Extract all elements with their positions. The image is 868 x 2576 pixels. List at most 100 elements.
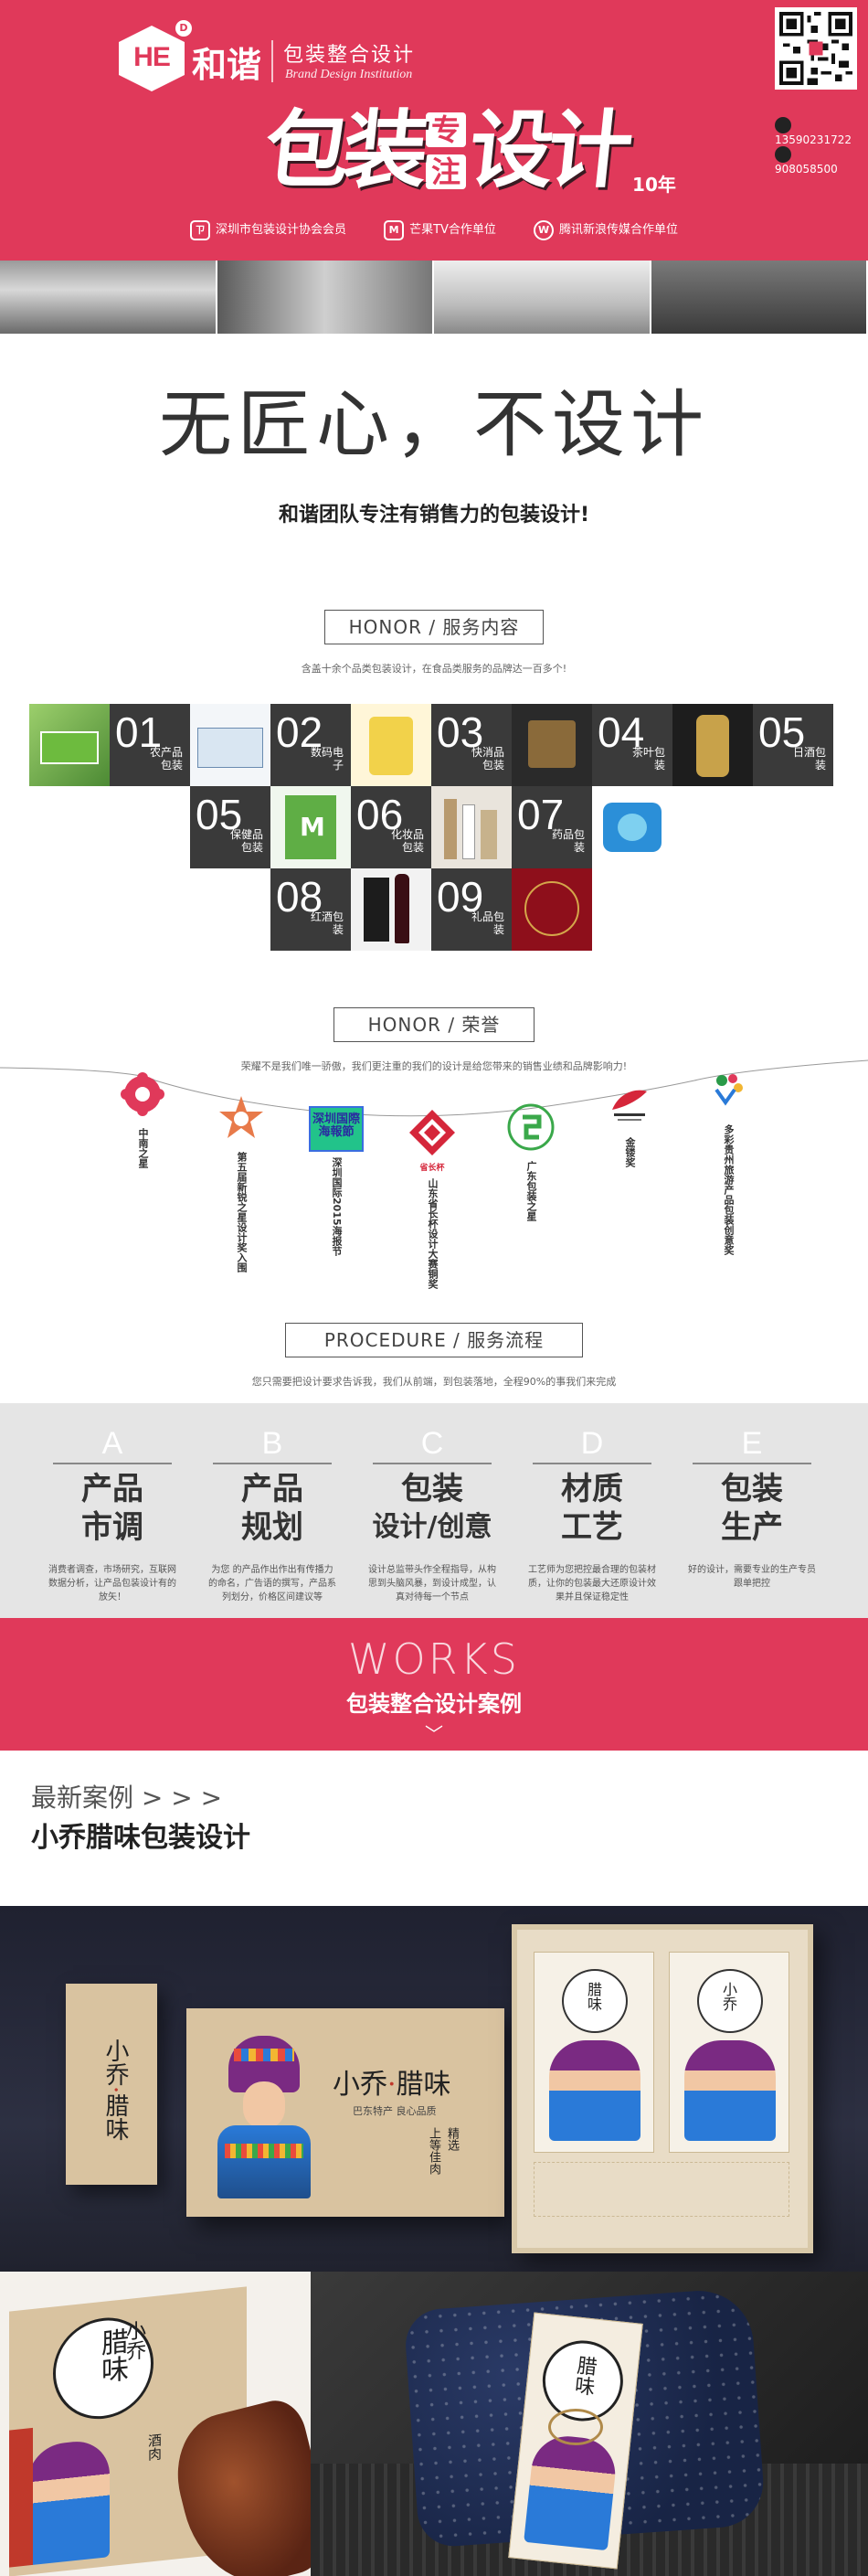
step-desc: 工艺师为您把控最合理的包装材质，让你的包装最大还原设计效果并且保证稳定性 bbox=[528, 1565, 656, 1602]
qr-code-icon[interactable] bbox=[775, 7, 857, 90]
gift-box-open: 腊味 小乔 bbox=[512, 1924, 813, 2253]
phone-line: 13590231722 bbox=[775, 117, 852, 146]
step-title-1: 产品 bbox=[81, 1471, 143, 1507]
services-desc: 含盖十余个品类包装设计，在食品类服务的品牌达一百多个! bbox=[301, 663, 567, 675]
step-title-1: 材质 bbox=[561, 1471, 623, 1507]
service-tile[interactable]: 05 保健品包装 M bbox=[190, 786, 351, 868]
service-label: 农产品包装 bbox=[149, 746, 183, 772]
golden-award-logo-icon bbox=[612, 1090, 647, 1121]
step-desc: 为您 的产品作出作出有传播力的命名，广告语的撰写，产品系列划分，价格区间建议等 bbox=[208, 1565, 336, 1602]
step-desc: 消费者调查，市场研究，互联网数据分析，让产品包装设计有的放矢！ bbox=[48, 1565, 176, 1602]
service-tile[interactable]: 05 日酒包装 bbox=[672, 704, 833, 786]
service-tile[interactable]: 06 化妆品包装 bbox=[351, 786, 512, 868]
step-title-1: 产品 bbox=[241, 1471, 303, 1507]
step-divider bbox=[693, 1463, 811, 1464]
box-side-copy: 酒肉 bbox=[146, 2432, 163, 2462]
service-tile-label-panel: 01 农产品包装 bbox=[110, 704, 190, 786]
tea-product-image bbox=[512, 704, 592, 786]
woman-illustration bbox=[27, 2438, 110, 2566]
office-photo-strip bbox=[0, 261, 868, 334]
office-photo bbox=[217, 261, 434, 334]
qq-icon bbox=[775, 146, 791, 163]
star-flower-award-icon bbox=[121, 1072, 164, 1116]
wine-product-image bbox=[351, 868, 431, 951]
service-number: 09 bbox=[437, 873, 484, 921]
slogan-part-2: 设计 bbox=[464, 101, 632, 199]
step-divider bbox=[213, 1463, 332, 1464]
partner-item: ㄗ深圳市包装设计协会会员 bbox=[189, 219, 346, 240]
slogan-years: 10年 bbox=[632, 174, 676, 196]
logo[interactable]: HE D bbox=[119, 20, 192, 91]
baijiu-product-image bbox=[672, 704, 753, 786]
honor-item: 广东包装之星 bbox=[503, 1102, 559, 1221]
step-title-1: 包装 bbox=[401, 1471, 463, 1507]
service-tile[interactable]: 01 农产品包装 bbox=[29, 704, 190, 786]
phone-icon bbox=[775, 117, 791, 133]
box-tagline: 巴东特产 良心品质 bbox=[353, 2105, 437, 2117]
step-title-2: 生产 bbox=[721, 1509, 783, 1546]
weibo-icon: W bbox=[534, 219, 555, 240]
service-number: 03 bbox=[437, 708, 484, 756]
honors-desc: 荣耀不是我们唯一骄傲，我们更注重的我们的设计是给您带来的销售业绩和品牌影响力! bbox=[240, 1060, 628, 1072]
step-title-1: 包装 bbox=[721, 1471, 783, 1507]
medicine-product-image bbox=[592, 786, 672, 868]
honor-item: 深圳国際海報節 深圳国际2015海报节 bbox=[307, 1106, 365, 1256]
step-divider bbox=[533, 1463, 651, 1464]
qq-line: 908058500 bbox=[775, 146, 838, 176]
association-icon: ㄗ bbox=[189, 219, 210, 240]
narrow-kraft-box: 小乔·腊味 bbox=[66, 1984, 157, 2185]
service-tile-label-panel: 08 红酒包装 bbox=[270, 868, 351, 951]
service-tile-label-panel: 09 礼品包装 bbox=[431, 868, 512, 951]
works-title-en: WORKS bbox=[347, 1634, 521, 1684]
qq-number[interactable]: 908058500 bbox=[775, 163, 838, 176]
award-wall-photo bbox=[434, 261, 651, 334]
service-number: 06 bbox=[356, 791, 404, 838]
brand-name-b: 腊味 bbox=[570, 2354, 598, 2397]
dot-separator: · bbox=[387, 2069, 397, 2101]
service-number: 05 bbox=[196, 791, 243, 838]
service-label: 药品包装 bbox=[551, 828, 585, 854]
electronics-product-image bbox=[190, 704, 270, 786]
service-label: 快消品包装 bbox=[471, 746, 504, 772]
product-photo-cloth-wrap: 腊味 bbox=[311, 2272, 868, 2576]
service-tile[interactable]: 07 药品包装 bbox=[512, 786, 672, 868]
latest-cases-label[interactable]: 最新案例 > > > bbox=[31, 1783, 223, 1813]
procedure-panel bbox=[0, 1403, 868, 1618]
service-number: 07 bbox=[517, 791, 565, 838]
procedure-step: D 材质 工艺 工艺师为您把控最合理的包装材质，让你的包装最大还原设计效果并且保… bbox=[524, 1426, 661, 1604]
service-tile[interactable]: 08 红酒包装 bbox=[270, 868, 431, 951]
band-brand: 腊味 bbox=[566, 2354, 599, 2397]
packaging-star-logo-icon bbox=[507, 1103, 555, 1151]
service-tile[interactable]: 03 快消品包装 bbox=[351, 704, 512, 786]
brand-name-a: 小乔 bbox=[101, 2038, 129, 2086]
step-letter: D bbox=[580, 1426, 604, 1461]
team-photo bbox=[651, 261, 868, 334]
side-text-c: 佳肉 bbox=[427, 2151, 440, 2175]
side-text-b: 上等 bbox=[427, 2127, 440, 2151]
service-number: 05 bbox=[758, 708, 806, 756]
main-kraft-box: 小乔·腊味 巴东特产 良心品质 精选 上等佳肉 bbox=[186, 2008, 504, 2217]
logo-hexagon-icon bbox=[119, 26, 185, 91]
product-bag-left: 腊味 bbox=[534, 1952, 654, 2153]
slogan-small-2: 注 bbox=[426, 154, 467, 189]
works-banner: WORKS 包装整合设计案例 ﹀ bbox=[0, 1618, 868, 1751]
product-photo-boxes: 小乔·腊味 小乔·腊味 巴东特产 良心品质 精选 上等佳肉 腊味 bbox=[0, 1906, 868, 2272]
service-label: 化妆品包装 bbox=[390, 828, 424, 854]
brand-divider bbox=[271, 40, 273, 82]
step-title-2: 规划 bbox=[241, 1509, 303, 1546]
phone-number[interactable]: 13590231722 bbox=[775, 133, 852, 146]
service-tile[interactable]: 04 茶叶包装 bbox=[512, 704, 672, 786]
honor-label: 第五届新锐之星设计奖入围 bbox=[236, 1152, 248, 1272]
side-text-a: 精选 bbox=[445, 2127, 459, 2151]
step-title-2: 工艺 bbox=[561, 1509, 623, 1546]
poster-festival-logo: 深圳国際海報節 bbox=[309, 1106, 364, 1152]
honor-label: 深圳国际2015海报节 bbox=[331, 1157, 343, 1256]
chevron-down-icon[interactable]: ﹀ bbox=[425, 1723, 443, 1745]
step-letter: B bbox=[261, 1426, 283, 1461]
side-text-2: 上等佳肉 bbox=[426, 2127, 440, 2175]
procedure-step: E 包装 生产 好的设计，需要专业的生产专员跟单把控 bbox=[683, 1426, 820, 1591]
service-tile[interactable]: 09 礼品包装 bbox=[431, 868, 592, 951]
honor-item: 金镂奖 bbox=[601, 1079, 658, 1167]
service-tile[interactable]: 02 数码电子 bbox=[190, 704, 351, 786]
